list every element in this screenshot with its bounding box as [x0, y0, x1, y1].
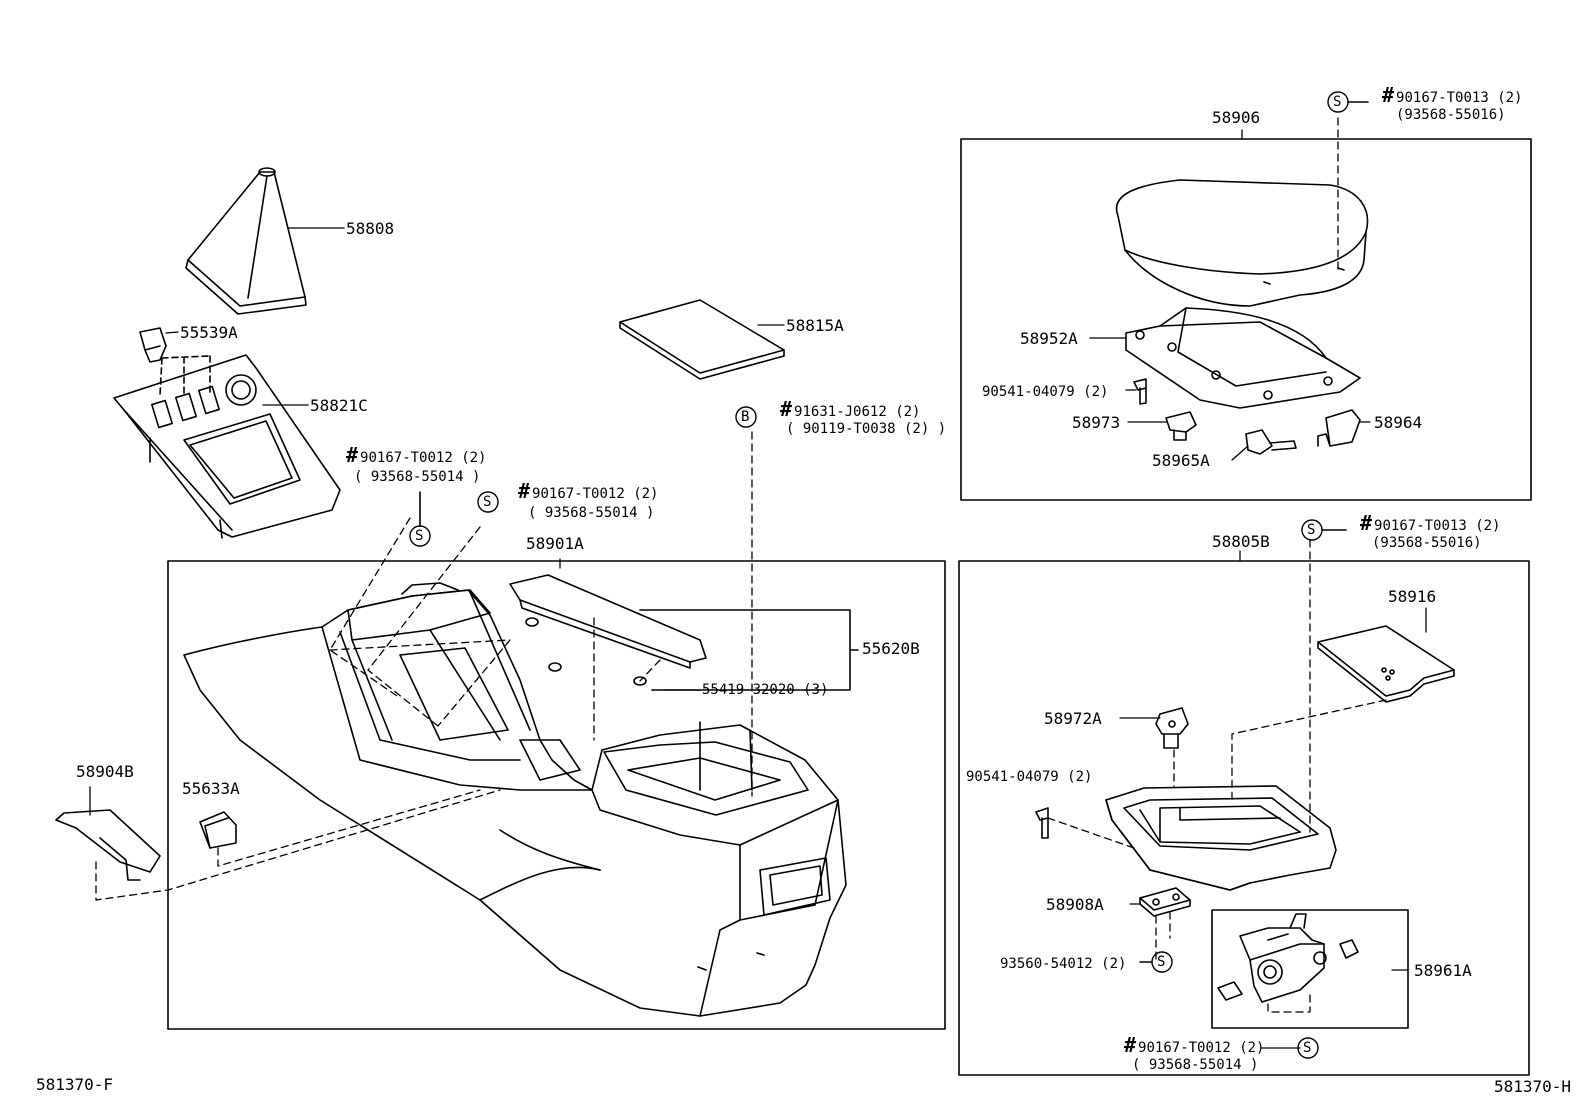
ref-label-5a-text: 90167-T0013 (2) [1374, 518, 1501, 534]
part-label-58952A: 58952A [1020, 329, 1078, 348]
box-mat-part [1317, 625, 1455, 703]
ref-label-2a: #90167-T0012 (2) [518, 479, 659, 503]
hash-symbol: # [780, 397, 793, 421]
part-label-58916: 58916 [1388, 587, 1437, 606]
console-group-label: 58901A [526, 534, 584, 553]
part-label-58972A: 58972A [1044, 709, 1102, 728]
ref-label-4a: #90167-T0013 (2) [1382, 83, 1523, 107]
screw-part-box [1035, 807, 1049, 839]
ref-label-3a-text: 91631-J0612 (2) [794, 404, 921, 420]
part-label-58965A: 58965A [1152, 451, 1210, 470]
armrest-base-part [1125, 307, 1361, 409]
ref-label-2b: ( 93568-55014 ) [528, 505, 655, 521]
corner-code-right: 581370-H [1494, 1077, 1572, 1096]
s-symbol-letter-1: S [415, 528, 424, 544]
part-label-58973: 58973 [1072, 413, 1121, 432]
shift-panel-part [113, 354, 341, 539]
ref-label-6b: ( 93568-55014 ) [1132, 1057, 1259, 1073]
corner-code-left: 581370-F [36, 1075, 114, 1094]
ref-label-1a: #90167-T0012 (2) [346, 443, 487, 467]
s-symbol-letter-5: S [1157, 954, 1166, 970]
lid-assembly-label: 55620B [862, 639, 920, 658]
part-label-58821C: 58821C [310, 396, 368, 415]
hash-symbol: # [1360, 511, 1373, 535]
clip-part [139, 327, 167, 363]
part-label-58904B: 58904B [76, 762, 134, 781]
ref-label-6a: #90167-T0012 (2) [1124, 1033, 1265, 1057]
part-label-90541-armrest: 90541-04079 (2) [982, 384, 1109, 400]
s-symbol-letter-3: S [1333, 94, 1342, 110]
ref-label-3a: #91631-J0612 (2) [780, 397, 921, 421]
hinge-part [1217, 913, 1359, 1003]
shift-boot-part [185, 167, 307, 315]
armrest-clip-part [1165, 411, 1197, 441]
end-cap-part [55, 809, 161, 881]
box-clip-part [1155, 707, 1189, 749]
latch-part [1245, 429, 1297, 455]
armrest-group-frame [960, 138, 1532, 501]
hash-symbol: # [1124, 1033, 1137, 1057]
b-symbol-icon [735, 406, 757, 428]
part-label-58908A: 58908A [1046, 895, 1104, 914]
armrest-pad-part [1115, 179, 1369, 307]
part-label-58961A: 58961A [1414, 961, 1472, 980]
b-symbol-letter: B [741, 409, 750, 425]
s-symbol-icon-6 [1297, 1037, 1319, 1059]
ref-label-5a: #90167-T0013 (2) [1360, 511, 1501, 535]
part-label-55539A: 55539A [180, 323, 238, 342]
hash-symbol: # [1382, 83, 1395, 107]
s-symbol-letter-4: S [1307, 522, 1316, 538]
trim-piece-part [199, 811, 237, 849]
ref-label-4a-text: 90167-T0013 (2) [1396, 90, 1523, 106]
box-plate-part [1139, 887, 1191, 917]
part-label-55419: 55419-32020 (3) [702, 682, 829, 698]
console-lid-part [509, 574, 707, 686]
console-body-part [183, 582, 847, 1017]
part-label-58808: 58808 [346, 219, 395, 238]
s-symbol-icon-2 [477, 491, 499, 513]
s-symbol-letter-6: S [1303, 1040, 1312, 1056]
ref-label-2a-text: 90167-T0012 (2) [532, 486, 659, 502]
armrest-group-label: 58906 [1212, 108, 1261, 127]
ref-label-6a-text: 90167-T0012 (2) [1138, 1040, 1265, 1056]
part-label-58964: 58964 [1374, 413, 1423, 432]
console-group-frame [167, 560, 946, 1030]
ref-label-4b: (93568-55016) [1396, 107, 1506, 123]
s-symbol-letter-2: S [483, 494, 492, 510]
ref-label-1a-text: 90167-T0012 (2) [360, 450, 487, 466]
ref-label-5b: (93568-55016) [1372, 535, 1482, 551]
ref-label-3b: ( 90119-T0038 (2) ) [786, 421, 947, 437]
box-group-frame [958, 560, 1530, 1076]
console-box-part [1105, 785, 1337, 891]
hash-symbol: # [346, 443, 359, 467]
ref-label-1b: ( 93568-55014 ) [354, 469, 481, 485]
screw-part-armrest [1133, 378, 1147, 405]
part-label-93560: 93560-54012 (2) [1000, 956, 1127, 972]
latch-knob-part [1317, 409, 1361, 447]
box-group-label: 58805B [1212, 532, 1270, 551]
part-label-90541-box: 90541-04079 (2) [966, 769, 1093, 785]
part-label-55633A: 55633A [182, 779, 240, 798]
hash-symbol: # [518, 479, 531, 503]
part-label-58815A: 58815A [786, 316, 844, 335]
console-mat-part [619, 299, 785, 380]
hinge-subgroup-frame [1211, 909, 1409, 1029]
